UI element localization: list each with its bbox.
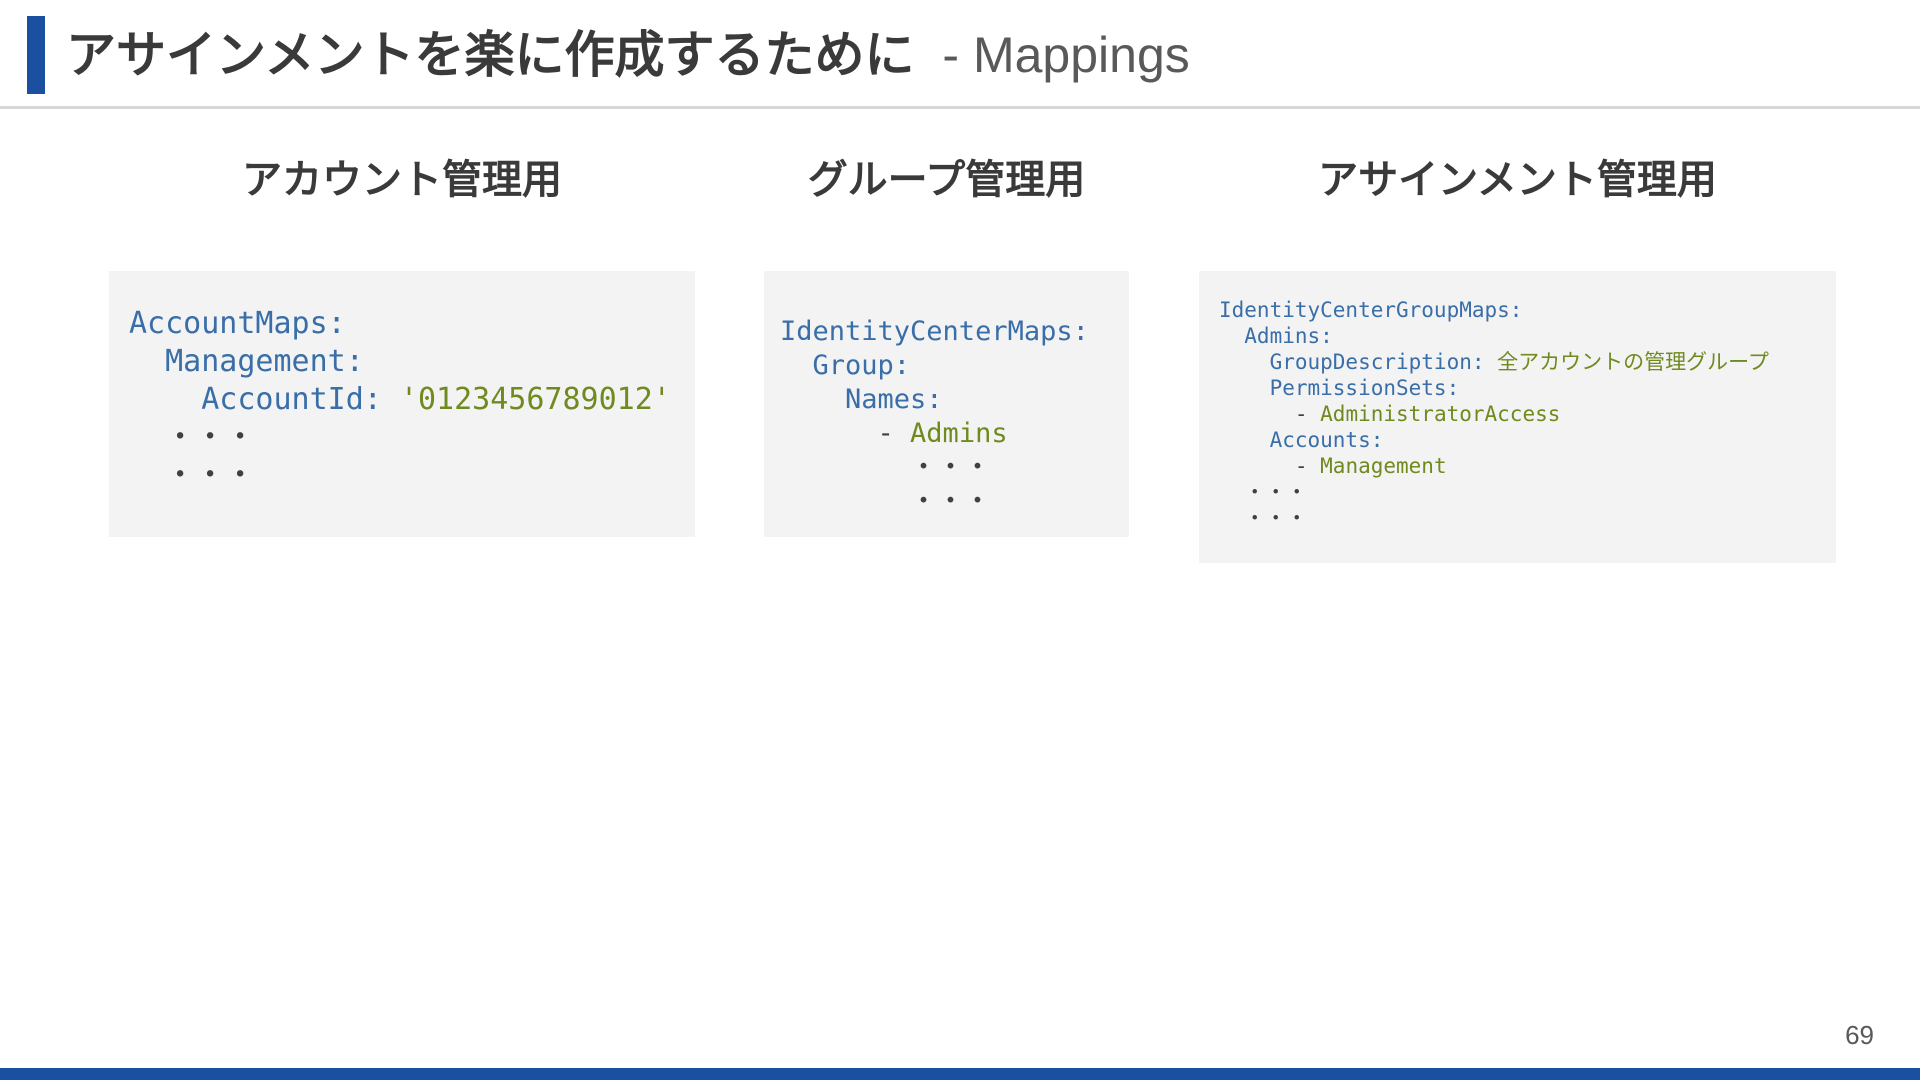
code-line: - AdministratorAccess — [1219, 402, 1561, 426]
page-number: 69 — [1845, 1020, 1874, 1050]
column-account-management: アカウント管理用 AccountMaps: Management: Accoun… — [109, 155, 695, 537]
code-line: ・・・ — [780, 486, 992, 517]
code-line: Accounts: — [1219, 428, 1384, 452]
column-assignment-management: アサインメント管理用 IdentityCenterGroupMaps: Admi… — [1199, 155, 1836, 563]
title-accent-bar — [27, 16, 45, 94]
title-divider — [0, 106, 1920, 109]
bottom-accent-bar — [0, 1068, 1920, 1080]
slide-title: アサインメントを楽に作成するために - Mappings — [66, 16, 1190, 94]
code-line: - Admins — [780, 418, 1008, 449]
code-line: IdentityCenterGroupMaps: — [1219, 298, 1523, 322]
code-block-account-maps: AccountMaps: Management: AccountId: '012… — [109, 271, 695, 537]
code-line: ・・・ — [1219, 480, 1308, 504]
code-line: Names: — [780, 384, 943, 415]
code-line: Management: — [129, 344, 364, 379]
code-line: ・・・ — [1219, 506, 1308, 530]
code-line: ・・・ — [129, 458, 256, 493]
code-block-identity-center-maps: IdentityCenterMaps: Group: Names: - Admi… — [764, 271, 1129, 537]
code-line: ・・・ — [780, 452, 992, 483]
slide-title-main: アサインメントを楽に作成するために — [66, 27, 915, 83]
column-group-management: グループ管理用 IdentityCenterMaps: Group: Names… — [764, 155, 1129, 537]
code-line: GroupDescription: 全アカウントの管理グループ — [1219, 350, 1769, 374]
code-line: AccountMaps: — [129, 306, 346, 341]
column-heading-group: グループ管理用 — [807, 158, 1086, 202]
code-line: ・・・ — [129, 420, 256, 455]
code-line: AccountId: '0123456789012' — [129, 382, 671, 417]
column-heading-assignment: アサインメント管理用 — [1318, 158, 1717, 202]
code-line: IdentityCenterMaps: — [780, 316, 1089, 347]
code-line: Admins: — [1219, 324, 1333, 348]
code-line: PermissionSets: — [1219, 376, 1460, 400]
column-heading-account: アカウント管理用 — [242, 158, 562, 202]
code-line: - Management — [1219, 454, 1447, 478]
code-block-identity-center-group-maps: IdentityCenterGroupMaps: Admins: GroupDe… — [1199, 271, 1836, 563]
code-line: Group: — [780, 350, 911, 381]
slide-title-sub: - Mappings — [942, 27, 1190, 83]
